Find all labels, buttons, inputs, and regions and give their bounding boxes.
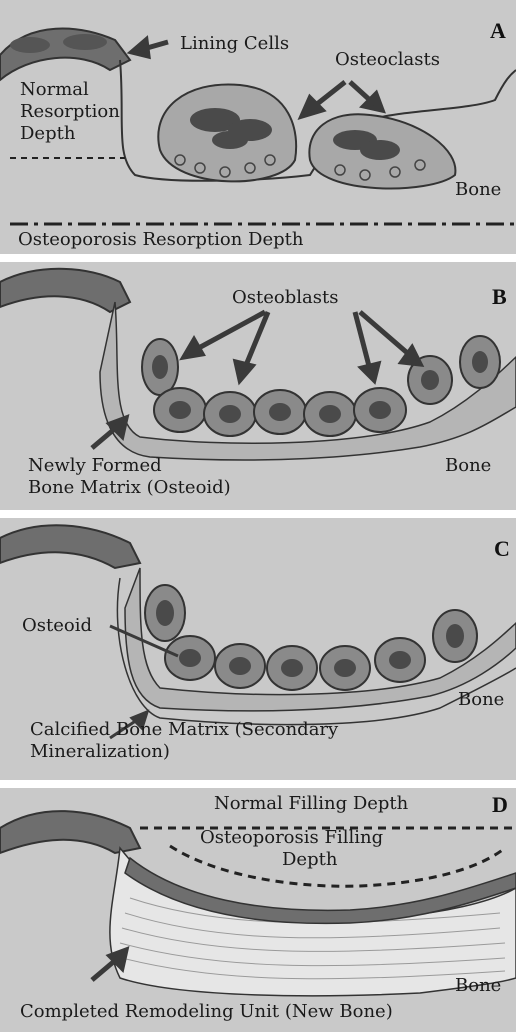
label-newly-formed-1: Newly Formed [28,456,162,476]
label-osteoporosis-filling-1: Osteoporosis Filling [200,828,383,848]
label-lining-cells: Lining Cells [180,34,289,54]
panel-a: Lining Cells Osteoclasts Normal Resorpti… [0,0,516,254]
panel-letter: C [494,536,510,562]
label-normal-resorption-2: Resorption [20,102,120,122]
label-osteoporosis-filling-2: Depth [282,850,337,870]
label-newly-formed-2: Bone Matrix (Osteoid) [28,478,231,498]
label-normal-filling-depth: Normal Filling Depth [214,794,408,814]
label-completed-remodeling-unit: Completed Remodeling Unit (New Bone) [20,1002,393,1022]
panel-b: Osteoblasts Newly Formed Bone Matrix (Os… [0,262,516,510]
label-bone: Bone [455,976,501,996]
label-calcified-1: Calcified Bone Matrix (Secondary [30,720,338,740]
label-osteoid: Osteoid [22,616,92,636]
panel-c: Osteoid Calcified Bone Matrix (Secondary… [0,518,516,780]
label-normal-resorption-3: Depth [20,124,75,144]
panel-d-drawing [0,788,516,1032]
panel-letter: A [490,18,506,44]
panel-letter: D [492,792,508,818]
label-osteoblasts: Osteoblasts [232,288,338,308]
label-calcified-2: Mineralization) [30,742,170,762]
panel-d: Normal Filling Depth Osteoporosis Fillin… [0,788,516,1032]
label-osteoporosis-resorption-depth: Osteoporosis Resorption Depth [18,230,303,250]
label-bone: Bone [458,690,504,710]
label-bone: Bone [455,180,501,200]
panel-letter: B [492,284,507,310]
label-bone: Bone [445,456,491,476]
label-normal-resorption-1: Normal [20,80,89,100]
label-osteoclasts: Osteoclasts [335,50,440,70]
